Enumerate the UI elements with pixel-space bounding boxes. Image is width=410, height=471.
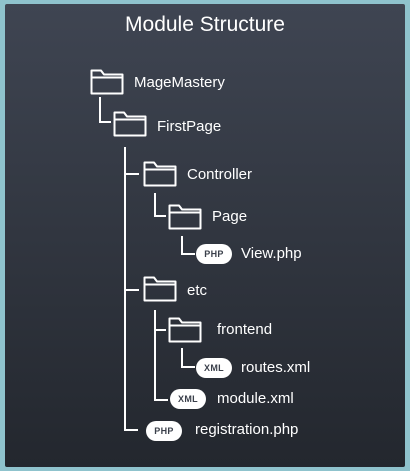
connector-line: [124, 429, 138, 431]
folder-label: frontend: [217, 321, 273, 338]
connector-line: [181, 366, 195, 368]
connector-line: [154, 399, 168, 401]
file-label: registration.php: [195, 421, 299, 438]
diagram-title: Module Structure: [125, 13, 285, 36]
connector-line: [124, 289, 139, 291]
connector-line: [124, 173, 139, 175]
php-file-badge: PHP: [146, 421, 182, 441]
diagram-frame: [5, 4, 405, 467]
xml-file-badge: XML: [196, 358, 232, 378]
connector-line: [154, 310, 156, 401]
folder-label: Controller: [187, 166, 253, 183]
connector-line: [154, 329, 166, 331]
connector-line: [99, 121, 111, 123]
folder-label: etc: [187, 282, 208, 299]
folder-icon: [168, 204, 202, 230]
connector-line: [154, 193, 156, 217]
connector-line: [181, 348, 183, 368]
connector-line: [154, 215, 166, 217]
folder-icon: [143, 161, 177, 187]
file-label: routes.xml: [241, 359, 311, 376]
folder-icon: [168, 317, 202, 343]
file-label: module.xml: [217, 390, 294, 407]
xml-file-badge: XML: [170, 389, 206, 409]
folder-icon: [113, 111, 147, 137]
folder-label: MageMastery: [134, 74, 225, 91]
folder-icon: [90, 69, 124, 95]
connector-line: [99, 97, 101, 123]
folder-label: Page: [212, 208, 248, 225]
folder-icon: [143, 276, 177, 302]
php-file-badge: PHP: [196, 244, 232, 264]
folder-label: FirstPage: [157, 118, 222, 135]
connector-line: [181, 236, 183, 255]
connector-line: [181, 253, 195, 255]
file-label: View.php: [241, 245, 302, 262]
